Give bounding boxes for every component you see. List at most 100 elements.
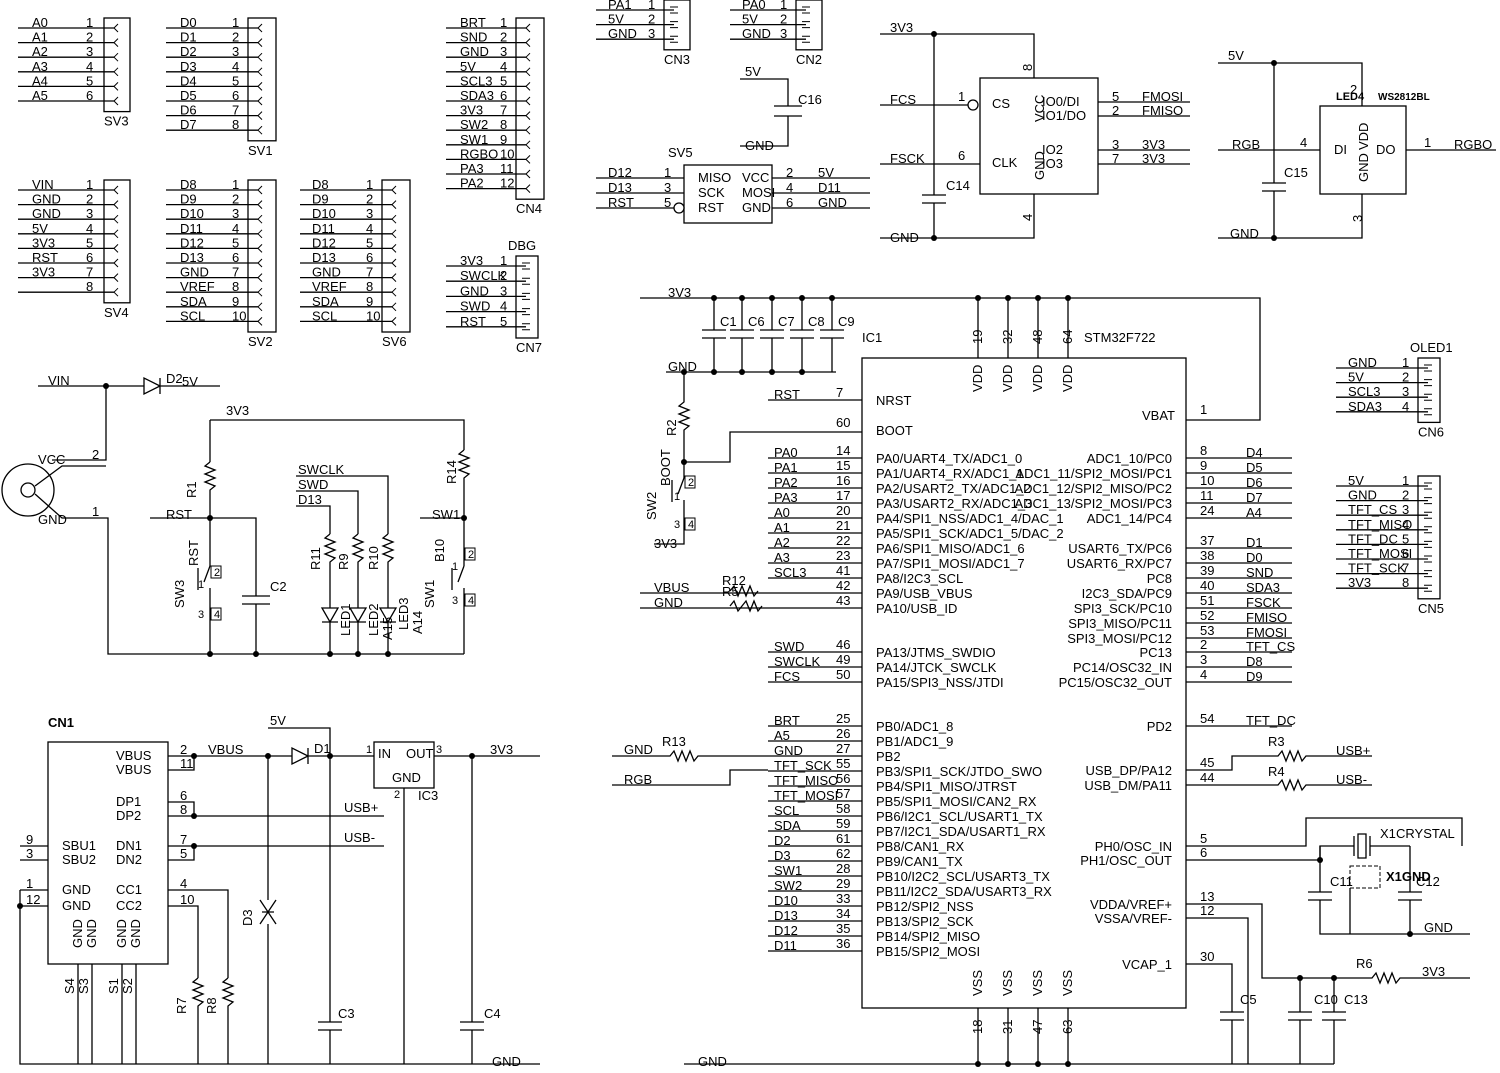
swd-net: SWD — [298, 477, 328, 492]
usbm-net: USB- — [1336, 772, 1367, 787]
power-input: VIN D2 5V VCC GND 2 1 — [1, 371, 464, 655]
sv2-net-5: D12 — [180, 235, 204, 250]
sv6-pin-3: 3 — [366, 206, 373, 221]
mcu-left-pin-14: 49 — [836, 652, 850, 667]
flash-clk-label: CLK — [992, 155, 1018, 170]
mcu-left-net-3: PA1 — [774, 460, 798, 475]
mcu-vss-pin-3: 63 — [1060, 1020, 1075, 1034]
mcu-left-pin-21: 57 — [836, 786, 850, 801]
oled1-net-4: SDA3 — [1348, 399, 1382, 414]
usb-connector-body — [47, 741, 169, 965]
mcu-ref: IC1 — [862, 330, 882, 345]
mcu-vss-pin-2: 47 — [1030, 1020, 1045, 1034]
mcu-right-label-5: USART6_TX/PC6 — [1068, 541, 1172, 556]
mcu-right-label-9: SPI3_SCK/PC10 — [1074, 601, 1172, 616]
sv1-pin-1: 1 — [232, 15, 239, 30]
sw1-net: SW1 — [432, 507, 460, 522]
mcu-vdd-label-0: VDD — [970, 365, 985, 392]
cn5-ref: CN5 — [1418, 601, 1444, 616]
mcu-left-pin-5: 17 — [836, 488, 850, 503]
mcu-right-pin-0: 8 — [1200, 443, 1207, 458]
mcu-left-net-29: D13 — [774, 908, 798, 923]
sw3-ref: SW3 — [172, 580, 187, 608]
sv4-net-2: GND — [32, 192, 61, 207]
sw2-pin2: 2 — [688, 477, 694, 489]
usb-dn-net: USB- — [344, 830, 375, 845]
cn2-pin-1: 1 — [780, 0, 787, 12]
flash-gnd-net: GND — [890, 230, 919, 245]
mcu-right-net-8: SDA3 — [1246, 580, 1280, 595]
cn4-net-10: RGBO — [460, 146, 498, 161]
flash-right-label-1: IO1/DO — [1042, 108, 1086, 123]
mcu-right-pin-11: 53 — [1200, 623, 1214, 638]
a14-ref: A14 — [410, 611, 425, 634]
vbat-label: VBAT — [1142, 408, 1175, 423]
mcu-left-net-30: D12 — [774, 923, 798, 938]
sv4-pin-3: 3 — [86, 206, 93, 221]
oled1-net-2: 5V — [1348, 370, 1364, 385]
sw1-pin1: 1 — [452, 561, 458, 573]
sv2-pin-5: 5 — [232, 235, 239, 250]
oled1-pin-4: 4 — [1402, 399, 1409, 414]
mcu-vdd-label-2: VDD — [1030, 365, 1045, 392]
mcu-left-label-4: PA2/USART2_TX/ADC1_2 — [876, 481, 1031, 496]
mcu-left-net-14: SWCLK — [774, 654, 821, 669]
cn4-pin-12: 12 — [500, 176, 514, 191]
c16-top-net: 5V — [745, 64, 761, 79]
mcu-right-pin-6: 38 — [1200, 548, 1214, 563]
sv2-net-2: D9 — [180, 192, 197, 207]
sv3-ref: SV3 — [104, 114, 129, 129]
reg-out-pin: 3 — [436, 744, 442, 756]
r3-ref: R3 — [1268, 734, 1285, 749]
d2-out-net: 5V — [182, 374, 198, 389]
cn4-pin-10: 10 — [500, 146, 514, 161]
mcu-right-pin-22: 30 — [1200, 949, 1214, 964]
sv6-ref: SV6 — [382, 334, 407, 349]
mcu-right-pin-5: 37 — [1200, 533, 1214, 548]
cn3-body — [663, 0, 691, 51]
flash-gnd-pin: 4 — [1020, 214, 1035, 221]
d3-ref: D3 — [240, 909, 255, 926]
mcu-left-label-24: PB8/CAN1_RX — [876, 839, 964, 854]
sw2-pin4: 4 — [688, 519, 694, 531]
mcu-right-pin-13: 3 — [1200, 652, 1207, 667]
sv4-pin-2: 2 — [86, 192, 93, 207]
c16-capacitor: 5V C16 GND — [740, 64, 822, 153]
ic3-ref: IC3 — [418, 788, 438, 803]
usb-right-label-0: VBUS — [116, 748, 152, 763]
mcu-right-net-12: TFT_CS — [1246, 639, 1295, 654]
cn5-net-5: TFT_DC — [1348, 531, 1398, 546]
r4-ref: R4 — [1268, 764, 1285, 779]
sv3-net-5: A4 — [32, 73, 48, 88]
mcu-left-net-23: SDA — [774, 818, 801, 833]
sv6-net-3: D10 — [312, 206, 336, 221]
sv3-net-4: A3 — [32, 59, 48, 74]
mcu-right-label-16: USB_DP/PA12 — [1086, 763, 1172, 778]
mcu-right-label-1: ADC1_11/SPI2_MOSI/PC1 — [1015, 466, 1172, 481]
mcu-right-pin-3: 11 — [1200, 488, 1214, 503]
led-out-pin: 1 — [1424, 135, 1431, 150]
flash-right-net-1: FMISO — [1142, 103, 1183, 118]
flash-fcs-net: FCS — [890, 92, 916, 107]
sv5-right-pin-2: 6 — [786, 195, 793, 210]
cn4-net-4: 5V — [460, 59, 476, 74]
c16-ref: C16 — [798, 92, 822, 107]
sv2-net-7: GND — [180, 265, 209, 280]
mcu-right-label-22: VCAP_1 — [1122, 957, 1172, 972]
mcu-left-label-21: PB5/SPI1_MOSI/CAN2_RX — [876, 794, 1037, 809]
mcu-left-pin-16: 25 — [836, 711, 850, 726]
flash-cs-label: CS — [992, 96, 1010, 111]
mcu-right-label-15: PD2 — [1147, 719, 1172, 734]
reg-gnd-pin: 2 — [394, 789, 400, 801]
sv3-body — [103, 17, 131, 113]
mcu-left-label-13: PA13/JTMS_SWDIO — [876, 645, 996, 660]
mcu-right-pin-9: 51 — [1200, 593, 1214, 608]
sv1-pin-7: 7 — [232, 103, 239, 118]
sv4-net-5: 3V3 — [32, 235, 55, 250]
sw3-pin1: 1 — [198, 579, 204, 591]
sv2-pin-7: 7 — [232, 265, 239, 280]
sv2-pin-8: 8 — [232, 279, 239, 294]
sv2-body — [247, 179, 277, 333]
